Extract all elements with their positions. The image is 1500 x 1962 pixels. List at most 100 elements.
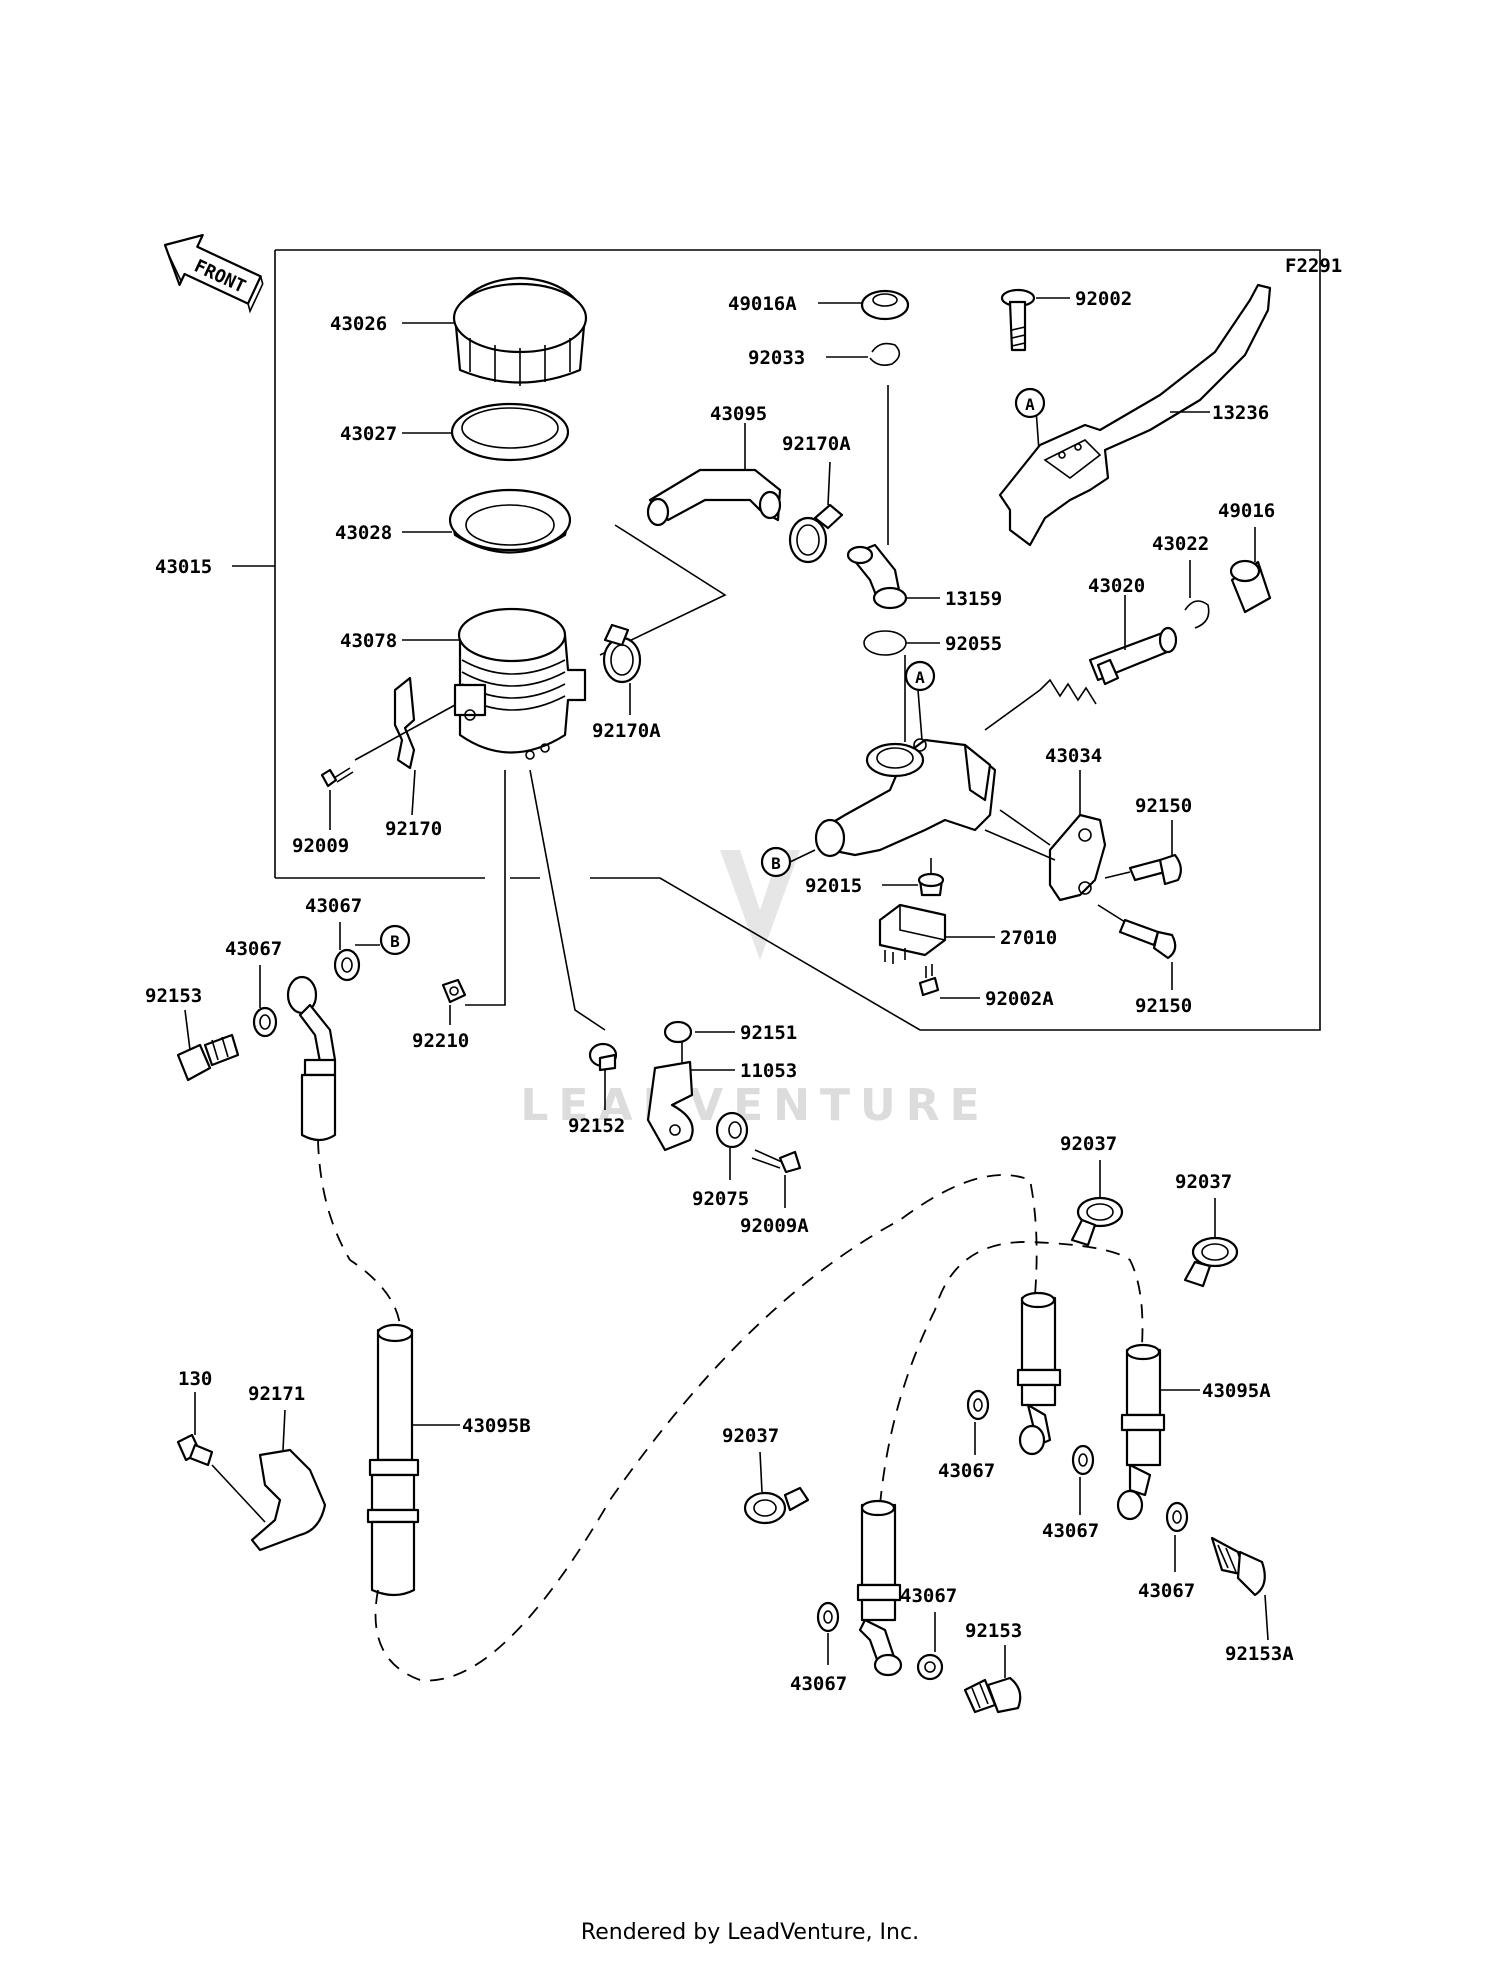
- label-92151: 92151: [740, 1022, 797, 1044]
- render-credit: Rendered by LeadVenture, Inc.: [580, 1920, 920, 1945]
- label-43027: 43027: [340, 423, 397, 445]
- callout-b-body: B: [760, 846, 792, 878]
- label-43095: 43095: [710, 403, 767, 425]
- label-43067-g: 43067: [900, 1585, 957, 1607]
- label-92009: 92009: [292, 835, 349, 857]
- label-92170: 92170: [385, 818, 442, 840]
- reservoir-hose: [599, 468, 782, 656]
- clutch-hose-upper-end: [286, 975, 337, 1142]
- label-43067-d: 43067: [1042, 1520, 1099, 1542]
- label-49016: 49016: [1218, 500, 1275, 522]
- reservoir-cap: [452, 276, 588, 386]
- label-92075: 92075: [692, 1188, 749, 1210]
- washer-43067-c: [966, 1389, 990, 1421]
- callout-a-body: A: [904, 660, 936, 692]
- figure-code: F2291: [1285, 255, 1342, 277]
- hose-clamp-bottom: [602, 623, 642, 684]
- label-92002: 92002: [1075, 288, 1132, 310]
- hose-clamp-92037-a: [1070, 1196, 1124, 1247]
- reservoir-bracket: [354, 676, 456, 770]
- banjo-bolt-left: [176, 1033, 240, 1082]
- label-130: 130: [178, 1368, 212, 1390]
- callout-b-hose: B: [379, 924, 411, 956]
- label-27010: 27010: [1000, 927, 1057, 949]
- label-92009A: 92009A: [740, 1215, 809, 1237]
- assembly-frame: [275, 249, 1321, 1031]
- svg-text:B: B: [771, 854, 781, 873]
- hose-clamp-top: [788, 503, 844, 564]
- label-92170A-bottom: 92170A: [592, 720, 661, 742]
- label-43067-f: 43067: [790, 1673, 847, 1695]
- label-43026: 43026: [330, 313, 387, 335]
- screw-92002A: [918, 964, 940, 997]
- hose-clamp-92037-b: [1183, 1236, 1239, 1288]
- clutch-hose-middle-end: [1016, 1291, 1062, 1456]
- clamp-bolt-upper: [1104, 853, 1182, 886]
- washer-43067-e: [1165, 1501, 1189, 1533]
- label-92170A-top: 92170A: [782, 433, 851, 455]
- reservoir-body: [453, 607, 587, 760]
- label-92150-upper: 92150: [1135, 795, 1192, 817]
- label-11053: 11053: [740, 1060, 797, 1082]
- label-92002A: 92002A: [985, 988, 1054, 1010]
- bolt-130: [176, 1433, 214, 1467]
- grommet-92075: [715, 1111, 749, 1149]
- clamp-bolt-lower: [1097, 904, 1177, 960]
- nut-92210: [441, 978, 467, 1004]
- label-92055: 92055: [945, 633, 1002, 655]
- front-arrow-icon: FRONT: [163, 233, 264, 314]
- label-92033: 92033: [748, 347, 805, 369]
- svg-text:B: B: [390, 932, 400, 951]
- label-92153-left: 92153: [145, 985, 202, 1007]
- svg-text:A: A: [915, 668, 925, 687]
- label-13236: 13236: [1212, 402, 1269, 424]
- washer-43067-f: [816, 1601, 840, 1633]
- bracket-11053: [646, 1060, 694, 1152]
- grommet-49016A: [860, 289, 910, 321]
- label-92210: 92210: [412, 1030, 469, 1052]
- clutch-hose-43095A: [1116, 1343, 1166, 1521]
- clutch-hose-lower-end: [856, 1499, 903, 1677]
- label-43020: 43020: [1088, 575, 1145, 597]
- clutch-lever: [998, 283, 1272, 547]
- cap-nut-92015: [917, 858, 945, 897]
- master-cylinder-body: [814, 655, 997, 858]
- screw-92009: [320, 767, 354, 788]
- hose-clamp-92037-c: [743, 1486, 810, 1525]
- circlip-92033: [869, 342, 901, 366]
- pivot-bolt: [1000, 288, 1036, 352]
- label-43095A: 43095A: [1202, 1380, 1271, 1402]
- screw-92151: [663, 1020, 693, 1065]
- label-49016A: 49016A: [728, 293, 797, 315]
- washer-43067-g: [916, 1653, 944, 1681]
- watermark: LEADVENTURE: [520, 850, 980, 1131]
- bushing-49016: [1229, 559, 1272, 614]
- label-43067-e: 43067: [1138, 1580, 1195, 1602]
- label-92037-b: 92037: [1175, 1171, 1232, 1193]
- clutch-hose-43095B: [366, 1323, 420, 1597]
- label-43067-second: 43067: [225, 938, 282, 960]
- label-92171: 92171: [248, 1383, 305, 1405]
- washer-92152: [588, 1042, 618, 1072]
- label-43095B: 43095B: [462, 1415, 531, 1437]
- label-43078: 43078: [340, 630, 397, 652]
- banjo-bolt-92153A: [1210, 1536, 1266, 1597]
- label-92015: 92015: [805, 875, 862, 897]
- banjo-bolt-lower: [963, 1676, 1022, 1714]
- label-43067-c: 43067: [938, 1460, 995, 1482]
- bracket-92171: [211, 1448, 327, 1552]
- hose-fitting: [846, 385, 908, 610]
- label-43067-upper: 43067: [305, 895, 362, 917]
- master-cylinder-piston: [984, 626, 1178, 731]
- diaphragm: [448, 488, 572, 554]
- label-92153-lower: 92153: [965, 1620, 1022, 1642]
- clamp-holder: [984, 809, 1107, 902]
- label-43015: 43015: [155, 556, 212, 578]
- clutch-switch: [878, 903, 947, 964]
- diaphragm-plate: [450, 402, 570, 462]
- label-92153A: 92153A: [1225, 1643, 1294, 1665]
- washer-43067-second: [252, 1006, 278, 1038]
- label-43034: 43034: [1045, 745, 1102, 767]
- label-13159: 13159: [945, 588, 1002, 610]
